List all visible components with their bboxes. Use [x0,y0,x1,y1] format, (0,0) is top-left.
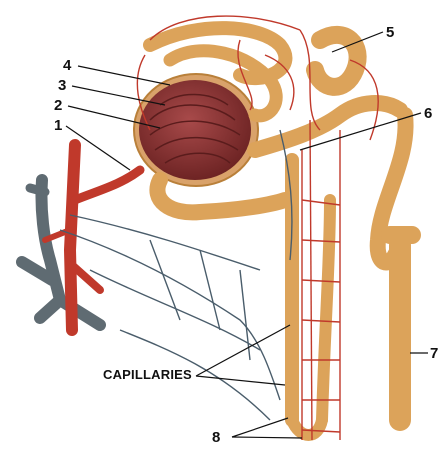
label-3: 3 [58,78,66,93]
label-5: 5 [386,25,394,40]
label-capillaries: CAPILLARIES [103,368,192,381]
label-4: 4 [63,58,71,73]
vein [22,180,100,325]
label-7: 7 [430,346,438,361]
label-8: 8 [212,430,220,445]
label-2: 2 [54,98,62,113]
label-6: 6 [424,106,432,121]
glomerulus [134,74,258,186]
label-1: 1 [54,118,62,133]
